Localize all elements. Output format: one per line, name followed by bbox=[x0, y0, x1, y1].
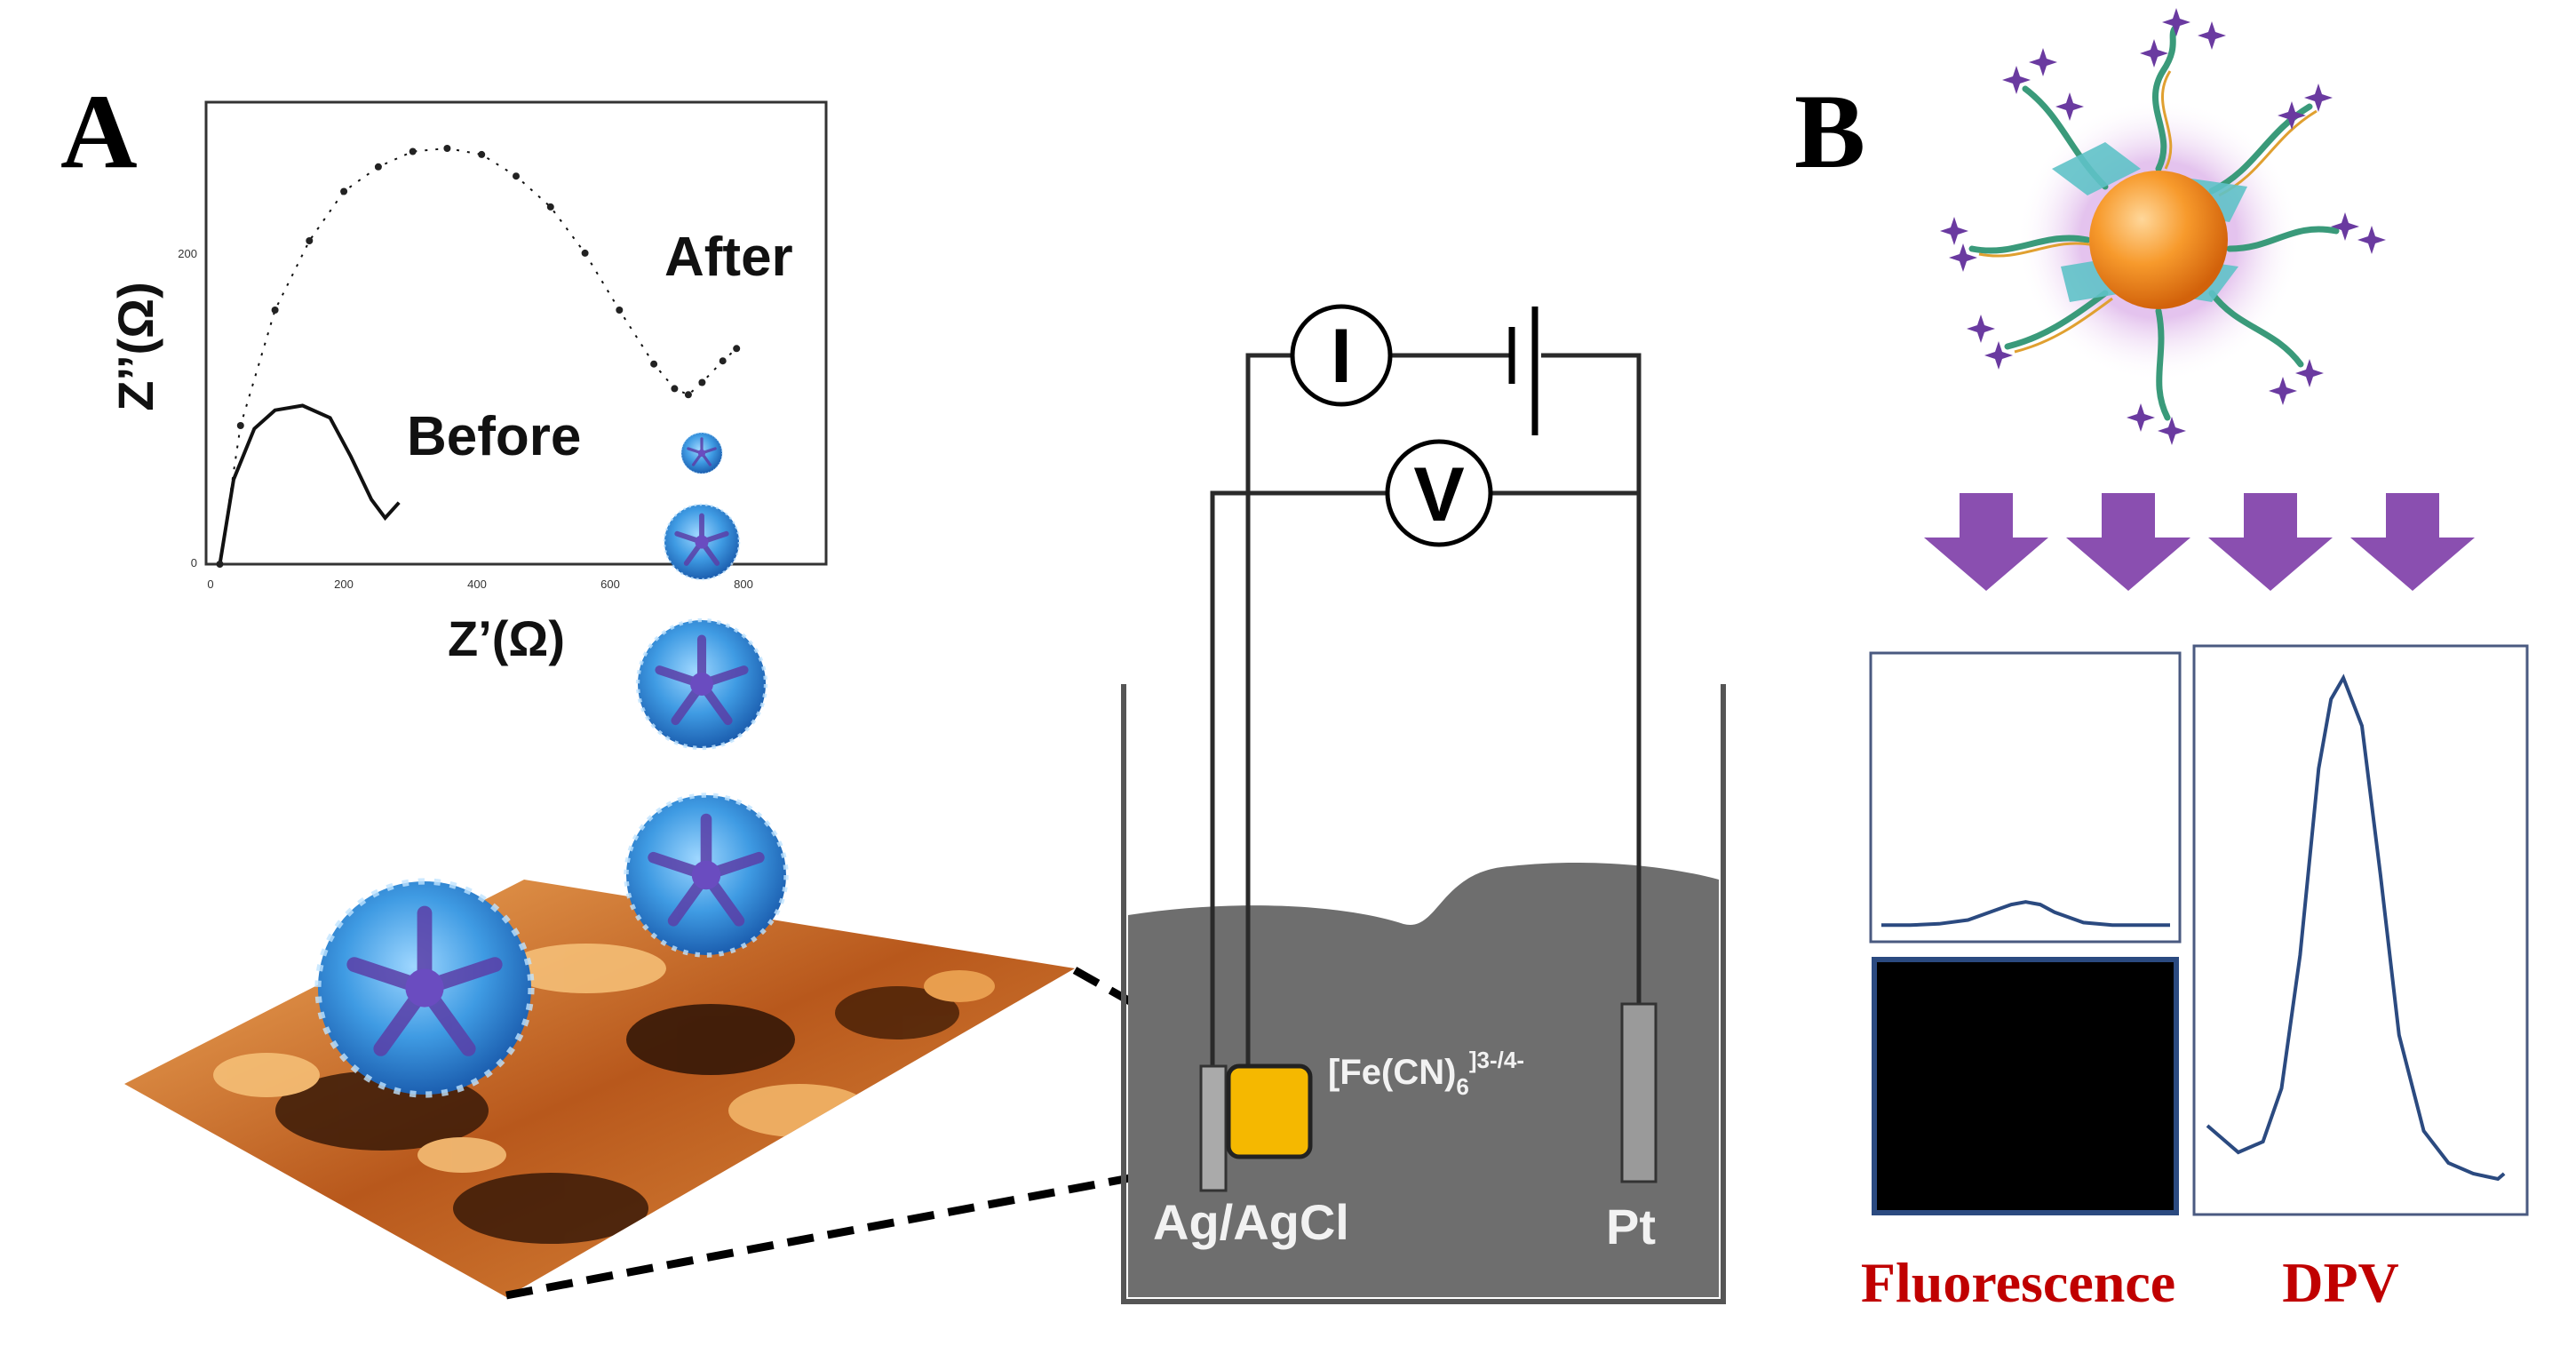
redox-probe-label: [Fe(CN)6]3-/4- bbox=[1328, 1047, 1524, 1100]
nanoparticle-probe-icon bbox=[1940, 8, 2386, 445]
nyquist-x-tick: 400 bbox=[467, 577, 487, 591]
electrochemical-cell: I V [Fe(CN)6]3-/4- Ag/AgCl Pt bbox=[1121, 304, 1726, 1304]
nyquist-x-tick: 200 bbox=[334, 577, 354, 591]
before-curve-label: Before bbox=[407, 406, 581, 467]
nyquist-data-point bbox=[546, 203, 554, 211]
nyquist-x-tick: 800 bbox=[734, 577, 753, 591]
dpv-plot-frame bbox=[2192, 644, 2529, 1216]
nyquist-x-tick: 0 bbox=[207, 577, 213, 591]
fluorescence-plot-frame bbox=[1869, 651, 2182, 944]
nyquist-data-point bbox=[719, 357, 727, 365]
virus-particle-icon bbox=[638, 620, 766, 748]
dpv-label: DPV bbox=[2282, 1251, 2399, 1314]
nyquist-data-point bbox=[684, 391, 692, 399]
nyquist-y-tick: 0 bbox=[191, 556, 197, 569]
nyquist-data-point bbox=[513, 172, 520, 180]
redox-probe-main: [Fe(CN) bbox=[1328, 1053, 1456, 1092]
arrows bbox=[1924, 493, 2475, 591]
nyquist-data-point bbox=[306, 237, 314, 244]
counter-electrode bbox=[1620, 1002, 1658, 1183]
dpv-curve bbox=[2206, 673, 2506, 1182]
nyquist-data-point bbox=[671, 385, 679, 393]
nyquist-data-point bbox=[650, 360, 658, 368]
nyquist-x-ticks: 0 200 400 600 800 bbox=[207, 577, 752, 591]
voltage-meter bbox=[1385, 439, 1493, 547]
nyquist-data-point bbox=[443, 145, 451, 152]
cell-electrolyte bbox=[1128, 862, 1719, 1297]
fluorescence-image bbox=[1872, 957, 2179, 1215]
virus-particle-icon bbox=[626, 795, 786, 955]
beaker bbox=[1121, 684, 1726, 1304]
nyquist-data-point bbox=[271, 307, 279, 314]
nyquist-y-axis-label: Z’’(Ω) bbox=[107, 282, 163, 410]
working-electrode bbox=[1226, 1063, 1313, 1159]
voltage-meter-label: V bbox=[1413, 452, 1464, 538]
nyquist-series-line bbox=[219, 147, 737, 565]
nyquist-data-point bbox=[409, 147, 417, 155]
nyquist-series bbox=[216, 145, 741, 568]
virus-particle-icon bbox=[680, 431, 724, 475]
after-curve-label: After bbox=[664, 227, 793, 288]
nyquist-x-tick: 600 bbox=[600, 577, 620, 591]
fluorescence-curve bbox=[1881, 900, 2170, 928]
nyquist-x-axis-label: Z’(Ω) bbox=[448, 610, 565, 666]
nyquist-series-line bbox=[218, 403, 401, 565]
current-meter bbox=[1290, 304, 1393, 407]
fluorescence-label: Fluorescence bbox=[1861, 1251, 2175, 1314]
virus-particle-icon bbox=[318, 881, 531, 1095]
down-arrow-icon bbox=[2208, 493, 2333, 591]
panel-label-b: B bbox=[1794, 72, 1865, 190]
nyquist-plot-frame bbox=[204, 100, 828, 566]
nyquist-data-point bbox=[616, 307, 624, 314]
panel-label-a: A bbox=[60, 72, 138, 190]
redox-probe-superscript: ]3-/4- bbox=[1469, 1047, 1524, 1073]
nyquist-data-point bbox=[236, 422, 244, 429]
afm-surface bbox=[124, 880, 1075, 1297]
nyquist-data-point bbox=[733, 345, 741, 353]
reference-electrode-label: Ag/AgCl bbox=[1153, 1194, 1349, 1250]
counter-electrode-label: Pt bbox=[1606, 1199, 1656, 1254]
nyquist-plot: Z’’(Ω) Z’(Ω) 0 200 400 600 800 0 200 Bef… bbox=[107, 100, 828, 666]
nyquist-data-point bbox=[340, 187, 348, 195]
nyquist-data-point bbox=[216, 561, 224, 568]
nyquist-data-point bbox=[478, 150, 486, 158]
reference-electrode bbox=[1199, 1064, 1228, 1192]
down-arrow-icon bbox=[2350, 493, 2475, 591]
virus-particle-icon bbox=[664, 505, 739, 579]
redox-probe-subscript: 6 bbox=[1456, 1073, 1468, 1100]
nyquist-data-point bbox=[374, 163, 382, 171]
down-arrow-icon bbox=[1924, 493, 2048, 591]
current-meter-label: I bbox=[1331, 314, 1352, 399]
nyquist-y-tick: 200 bbox=[178, 247, 197, 260]
nyquist-data-point bbox=[698, 378, 706, 386]
down-arrow-icon bbox=[2066, 493, 2190, 591]
nyquist-data-point bbox=[581, 249, 589, 257]
